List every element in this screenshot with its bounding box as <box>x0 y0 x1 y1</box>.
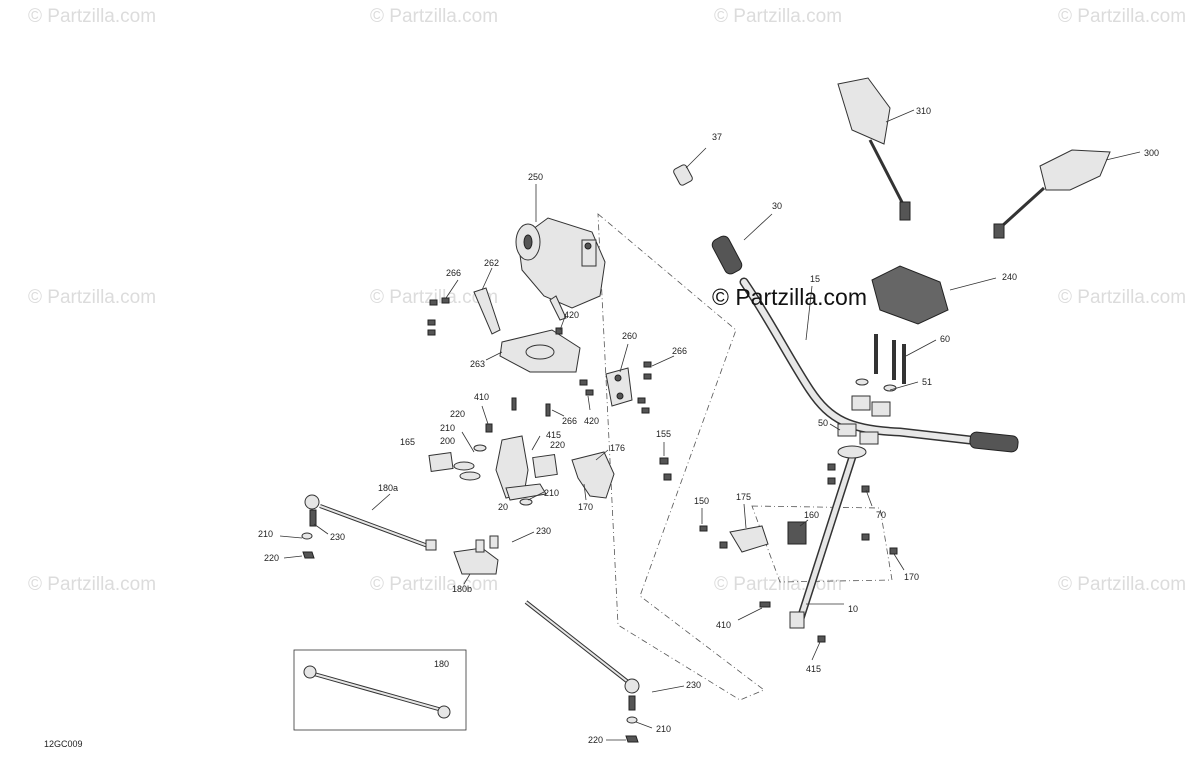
washers-200-210 <box>453 444 533 506</box>
tie-rod-180a[interactable] <box>304 494 437 551</box>
bushing-165[interactable] <box>428 451 454 473</box>
watermark-grid: © Partzilla.com © Partzilla.com © Partzi… <box>28 6 1186 595</box>
watermark: © Partzilla.com <box>28 287 156 308</box>
callout-240: 240 <box>1002 272 1017 282</box>
mirror-300[interactable] <box>993 149 1111 239</box>
callout-180: 180 <box>434 659 449 669</box>
callout-266b: 266 <box>672 346 687 356</box>
watermark: © Partzilla.com <box>1058 287 1186 308</box>
callout-180a: 180a <box>378 483 398 493</box>
callout-220c: 220 <box>264 553 279 563</box>
grip-30[interactable] <box>710 234 744 276</box>
callout-200: 200 <box>440 436 455 446</box>
callout-210d: 210 <box>656 724 671 734</box>
inset-tie-rod-180 <box>293 649 467 731</box>
handlebar-15[interactable] <box>739 277 975 445</box>
bar-end-37[interactable] <box>673 164 694 186</box>
callout-260: 260 <box>622 331 637 341</box>
watermark: © Partzilla.com <box>370 574 498 595</box>
pitman-arm-20[interactable] <box>495 435 547 501</box>
subassembly-boundary <box>751 505 893 583</box>
callout-220b: 220 <box>550 440 565 450</box>
watermark: © Partzilla.com <box>28 6 156 27</box>
support-175[interactable] <box>729 525 769 553</box>
callout-20: 20 <box>498 502 508 512</box>
callout-266c: 266 <box>562 416 577 426</box>
watermark: © Partzilla.com <box>28 574 156 595</box>
callout-220a: 220 <box>450 409 465 419</box>
callout-30: 30 <box>772 201 782 211</box>
handlebar-clamps[interactable] <box>837 334 906 445</box>
callout-262: 262 <box>484 258 499 268</box>
callout-230a: 230 <box>330 532 345 542</box>
callout-60: 60 <box>940 334 950 344</box>
callout-176: 176 <box>610 443 625 453</box>
watermark: © Partzilla.com <box>370 6 498 27</box>
bracket-176[interactable] <box>571 451 615 499</box>
grip-right[interactable] <box>969 431 1019 453</box>
mounting-plate-263[interactable] <box>499 329 581 373</box>
callout-160: 160 <box>804 510 819 520</box>
callout-410a: 410 <box>474 392 489 402</box>
callout-250: 250 <box>528 172 543 182</box>
steering-gear-250[interactable] <box>515 217 606 321</box>
callout-230b: 230 <box>536 526 551 536</box>
callout-300: 300 <box>1144 148 1159 158</box>
leader-lines <box>279 109 1141 741</box>
callout-420b: 420 <box>584 416 599 426</box>
callout-230c: 230 <box>686 680 701 690</box>
callout-51: 51 <box>922 377 932 387</box>
callout-37: 37 <box>712 132 722 142</box>
callout-165: 165 <box>400 437 415 447</box>
callout-210a: 210 <box>440 423 455 433</box>
handlebar-pad-240[interactable] <box>871 265 949 325</box>
watermark: © Partzilla.com <box>714 574 842 595</box>
callout-210c: 210 <box>258 529 273 539</box>
watermark: © Partzilla.com <box>1058 6 1186 27</box>
callout-263: 263 <box>470 359 485 369</box>
watermark: © Partzilla.com <box>370 287 498 308</box>
callout-70: 70 <box>876 510 886 520</box>
bushing-160[interactable] <box>787 521 807 545</box>
callout-175: 175 <box>736 492 751 502</box>
watermark-center: © Partzilla.com <box>712 284 867 310</box>
callout-220d: 220 <box>588 735 603 745</box>
callout-10: 10 <box>848 604 858 614</box>
callout-155: 155 <box>656 429 671 439</box>
callout-180b: 180b <box>452 584 472 594</box>
callout-170a: 170 <box>578 502 593 512</box>
steering-column-10[interactable] <box>789 445 867 629</box>
tie-rod-right[interactable] <box>524 600 640 743</box>
callout-410b: 410 <box>716 620 731 630</box>
callout-170b: 170 <box>904 572 919 582</box>
callout-210b: 210 <box>544 488 559 498</box>
mirror-310[interactable] <box>837 77 911 221</box>
callout-420a: 420 <box>564 310 579 320</box>
figure-code: 12GC009 <box>44 739 83 749</box>
callout-15: 15 <box>810 274 820 284</box>
hardware-bolts <box>427 297 672 481</box>
bushing-pair[interactable] <box>532 454 558 478</box>
callout-310: 310 <box>916 106 931 116</box>
center-link-180b[interactable] <box>453 535 499 575</box>
callout-415a: 415 <box>546 430 561 440</box>
callout-150: 150 <box>694 496 709 506</box>
callout-266a: 266 <box>446 268 461 278</box>
watermark: © Partzilla.com <box>714 6 842 27</box>
column-hardware <box>699 463 898 643</box>
callout-415b: 415 <box>806 664 821 674</box>
callout-labels: 250 37 30 15 310 300 240 60 51 50 70 170… <box>258 106 1159 745</box>
callout-50: 50 <box>818 418 828 428</box>
watermark: © Partzilla.com <box>1058 574 1186 595</box>
hardware-left <box>301 509 317 559</box>
bracket-260[interactable] <box>605 367 633 407</box>
